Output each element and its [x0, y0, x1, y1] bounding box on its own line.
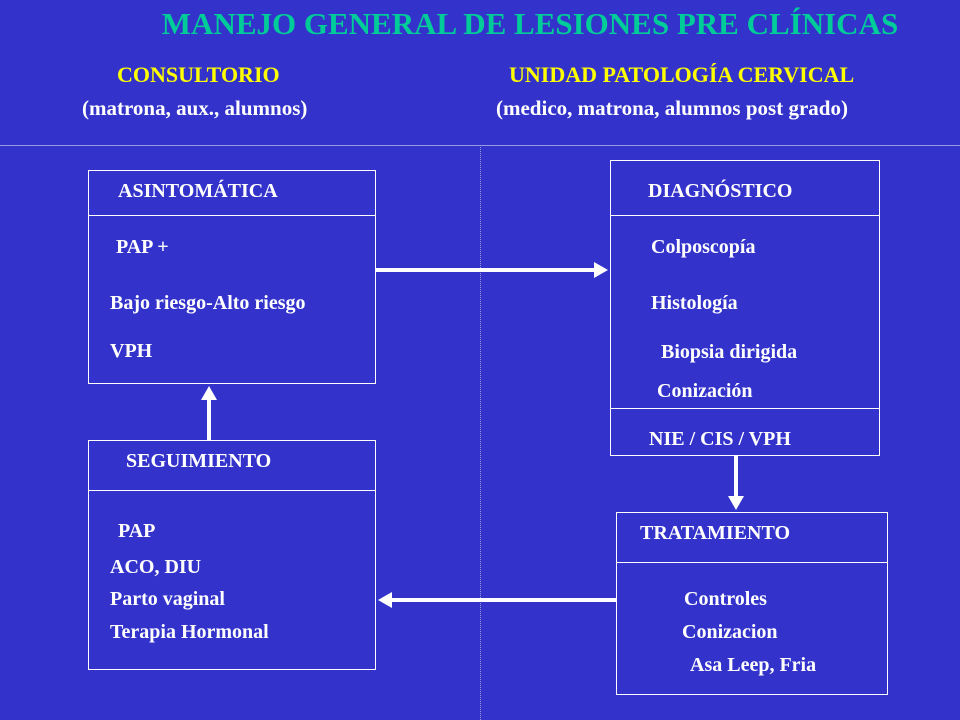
consultorio-staff: (matrona, aux., alumnos) — [82, 96, 308, 120]
column-divider — [480, 145, 481, 720]
tratamiento-item: Asa Leep, Fria — [690, 654, 817, 676]
diagnostico-item: Histología — [651, 292, 738, 314]
arrow-asintomatica-to-diagnostico — [376, 262, 608, 278]
diagnostico-box — [610, 160, 880, 456]
asintomatica-item: VPH — [110, 340, 153, 362]
seguimiento-item: ACO, DIU — [110, 556, 202, 578]
seguimiento-title: SEGUIMIENTO — [126, 450, 272, 472]
asintomatica-separator — [88, 215, 376, 216]
tratamiento-separator — [616, 562, 888, 563]
diagnostico-title: DIAGNÓSTICO — [648, 180, 793, 202]
diagnostico-separator — [610, 215, 880, 216]
tratamiento-title: TRATAMIENTO — [640, 522, 791, 544]
tratamiento-item: Conizacion — [682, 621, 778, 643]
seguimiento-item: Terapia Hormonal — [110, 621, 269, 643]
asintomatica-item: PAP + — [116, 236, 169, 258]
arrow-diagnostico-to-tratamiento — [728, 456, 744, 510]
seguimiento-item: PAP — [118, 520, 156, 542]
asintomatica-box — [88, 170, 376, 384]
slide-title: MANEJO GENERAL DE LESIONES PRE CLÍNICAS — [161, 6, 899, 41]
diagnostico-item: Conización — [657, 380, 753, 402]
seguimiento-item: Parto vaginal — [110, 588, 225, 610]
diagnostico-item: Biopsia dirigida — [661, 341, 798, 363]
asintomatica-item: Bajo riesgo-Alto riesgo — [110, 292, 306, 314]
diagnostico-item: Colposcopía — [651, 236, 756, 258]
seguimiento-separator — [88, 490, 376, 491]
arrow-seguimiento-to-asintomatica — [201, 386, 217, 440]
seguimiento-box — [88, 440, 376, 670]
unidad-header: UNIDAD PATOLOGÍA CERVICAL — [509, 62, 855, 87]
diagnostico-result: NIE / CIS / VPH — [649, 428, 791, 450]
tratamiento-item: Controles — [684, 588, 767, 610]
diagnostico-result-separator — [610, 408, 880, 409]
consultorio-header: CONSULTORIO — [117, 62, 280, 87]
tratamiento-box — [616, 512, 888, 695]
asintomatica-title: ASINTOMÁTICA — [118, 180, 278, 202]
arrow-tratamiento-to-seguimiento — [378, 592, 616, 608]
unidad-staff: (medico, matrona, alumnos post grado) — [496, 96, 848, 120]
